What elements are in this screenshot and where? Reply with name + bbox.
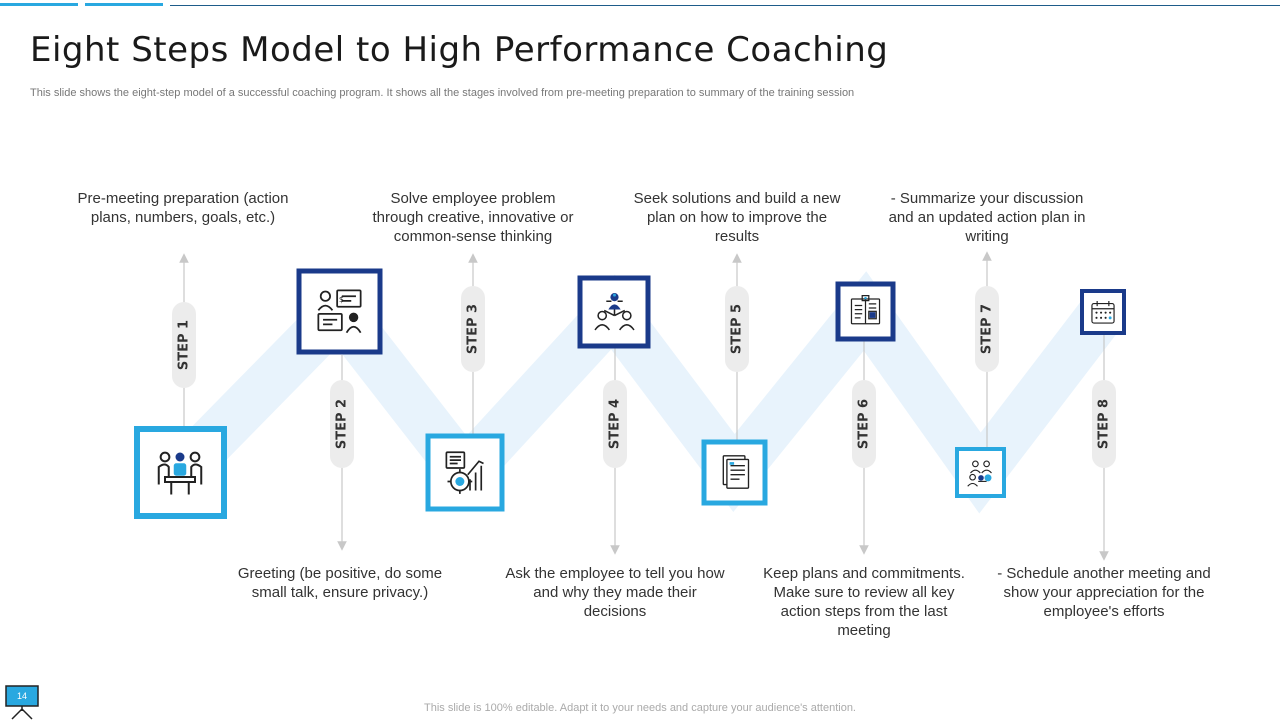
step-box-7 xyxy=(955,447,1006,498)
step-box-8 xyxy=(1080,289,1126,335)
step-pill-4: STEP 4 xyxy=(603,380,627,468)
step-2-description: Greeting (be positive, do some small tal… xyxy=(237,565,443,601)
step-box-4 xyxy=(577,275,651,349)
step-6-description: Keep plans and commitments. Make sure to… xyxy=(763,565,965,639)
step-pill-8: STEP 8 xyxy=(1092,380,1116,468)
page-number: 14 xyxy=(17,691,27,701)
step-pill-3: STEP 3 xyxy=(461,286,485,372)
step-pill-7: STEP 7 xyxy=(975,286,999,372)
step-5-description: Seek solutions and build a new plan on h… xyxy=(633,190,841,245)
step-pill-1: STEP 1 xyxy=(172,302,196,388)
accent-segment xyxy=(0,3,78,6)
step-8-description: - Schedule another meeting and show your… xyxy=(997,565,1211,620)
step-pill-6: STEP 6 xyxy=(852,380,876,468)
accent-segment xyxy=(85,3,163,6)
step-box-2 xyxy=(296,268,383,355)
step-pill-2: STEP 2 xyxy=(330,380,354,468)
slide-footer: This slide is 100% editable. Adapt it to… xyxy=(424,702,856,714)
step-3-description: Solve employee problem through creative,… xyxy=(372,190,574,245)
step-4-description: Ask the employee to tell you how and why… xyxy=(505,565,725,620)
step-box-6 xyxy=(835,281,896,342)
slide-subtitle: This slide shows the eight-step model of… xyxy=(30,87,855,99)
step-7-description: - Summarize your discussion and an updat… xyxy=(888,190,1086,245)
step-box-5 xyxy=(701,439,768,506)
page-number-icon: 14 xyxy=(5,685,39,720)
accent-line xyxy=(170,5,1280,6)
svg-text:STEP 8: STEP 8 xyxy=(1097,399,1112,449)
svg-text:STEP 1: STEP 1 xyxy=(177,320,192,370)
documents-icon xyxy=(722,455,750,489)
svg-text:STEP 6: STEP 6 xyxy=(857,399,872,449)
svg-text:STEP 5: STEP 5 xyxy=(730,304,745,354)
step-box-3 xyxy=(425,433,505,512)
step-box-1 xyxy=(134,426,227,519)
svg-text:STEP 7: STEP 7 xyxy=(980,304,995,354)
slide-title: Eight Steps Model to High Performance Co… xyxy=(30,30,889,70)
svg-text:STEP 3: STEP 3 xyxy=(466,304,481,354)
step-1-description: Pre-meeting preparation (action plans, n… xyxy=(77,190,289,226)
svg-text:STEP 2: STEP 2 xyxy=(335,399,350,449)
step-pill-5: STEP 5 xyxy=(725,286,749,372)
top-accent-bar xyxy=(0,0,1280,8)
svg-text:STEP 4: STEP 4 xyxy=(608,399,623,449)
